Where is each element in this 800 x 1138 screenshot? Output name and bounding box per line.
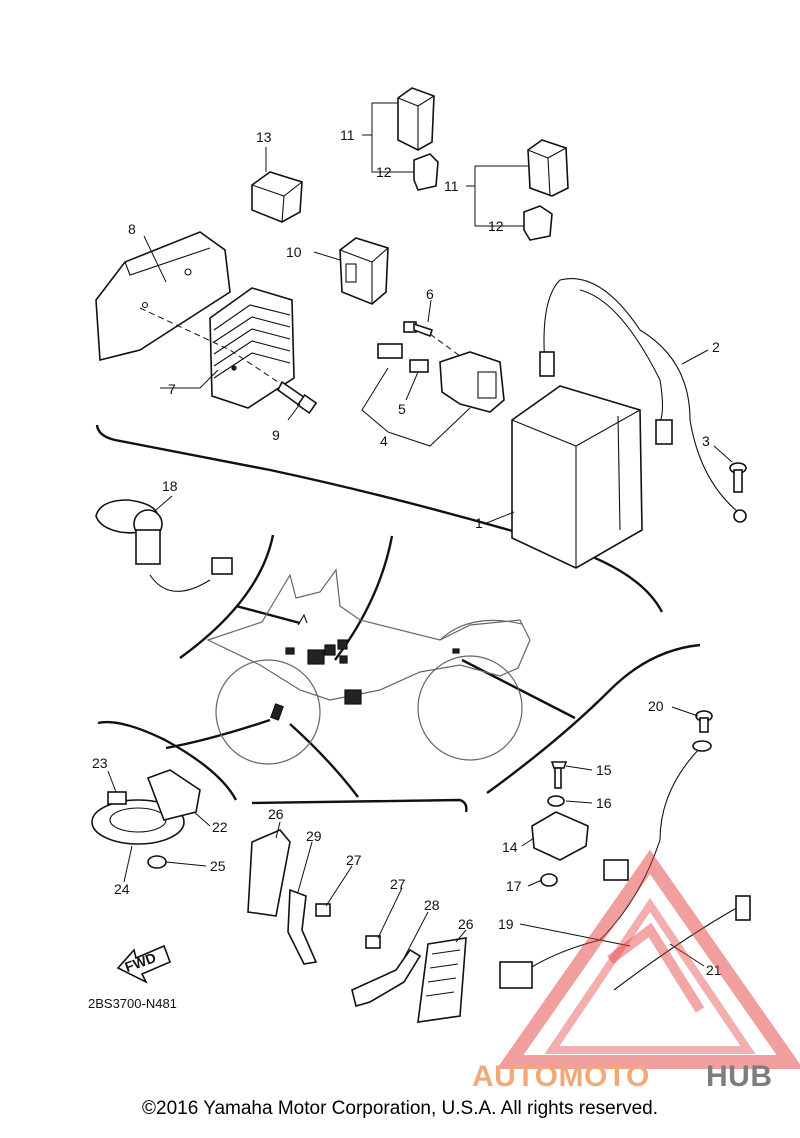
part-18-socket bbox=[95, 499, 233, 592]
part-23-bolt bbox=[107, 791, 127, 805]
label-20: 20 bbox=[648, 698, 664, 714]
logo-text-secondary: HUB bbox=[706, 1060, 773, 1093]
label-24: 24 bbox=[114, 881, 130, 897]
part-1-battery bbox=[511, 385, 643, 569]
part-4-connector bbox=[439, 351, 505, 413]
label-26a: 26 bbox=[268, 806, 284, 822]
part-6-bolt bbox=[403, 321, 434, 338]
part-2-lead bbox=[539, 278, 747, 523]
label-11b: 11 bbox=[444, 178, 459, 194]
label-13: 13 bbox=[256, 129, 272, 145]
label-12b: 12 bbox=[488, 218, 504, 234]
label-9: 9 bbox=[272, 427, 280, 443]
part-25-nut bbox=[147, 855, 167, 869]
fwd-arrow-icon: FWD bbox=[116, 944, 172, 984]
part-19-lead bbox=[499, 740, 712, 989]
label-27a: 27 bbox=[346, 852, 362, 868]
leader-lines bbox=[107, 102, 733, 967]
pointer-line-3 bbox=[165, 718, 271, 750]
part-27-nut-a bbox=[315, 903, 331, 917]
label-6: 6 bbox=[426, 286, 434, 302]
part-labels: 1 2 3 4 5 6 7 8 9 10 11 11 12 12 13 14 1… bbox=[88, 127, 722, 1011]
label-27b: 27 bbox=[390, 876, 406, 892]
section-divider-top bbox=[95, 424, 664, 613]
label-28: 28 bbox=[424, 897, 440, 913]
section-divider-left bbox=[97, 720, 238, 801]
motorcycle-outline bbox=[206, 568, 531, 765]
label-25: 25 bbox=[210, 858, 226, 874]
automotohub-logo: AUTOMOTO HUB bbox=[472, 849, 800, 1093]
part-11-relay-b bbox=[527, 139, 569, 197]
copyright-notice: ©2016 Yamaha Motor Corporation, U.S.A. A… bbox=[142, 1098, 658, 1119]
label-5: 5 bbox=[398, 401, 406, 417]
part-4-cap bbox=[377, 343, 403, 359]
label-4: 4 bbox=[380, 433, 388, 449]
section-divider-bottom-mid bbox=[251, 798, 468, 813]
part-26-reflector-b bbox=[417, 937, 467, 1023]
label-18: 18 bbox=[162, 478, 178, 494]
part-12-socket-b bbox=[523, 205, 553, 241]
label-29: 29 bbox=[306, 828, 322, 844]
part-24-horn bbox=[91, 769, 201, 845]
part-14-sensor bbox=[531, 811, 589, 861]
label-10: 10 bbox=[286, 244, 302, 260]
label-8: 8 bbox=[128, 221, 136, 237]
part-9-bolt bbox=[276, 380, 318, 415]
part-29-bracket bbox=[287, 888, 318, 965]
part-28-bracket bbox=[351, 948, 422, 1007]
part-11-relay-a bbox=[397, 87, 435, 151]
section-divider-right bbox=[486, 643, 701, 794]
label-14: 14 bbox=[502, 839, 518, 855]
label-23: 23 bbox=[92, 755, 108, 771]
label-22: 22 bbox=[212, 819, 228, 835]
label-3: 3 bbox=[702, 433, 710, 449]
section-divider-left-arc bbox=[179, 534, 275, 659]
part-21-lead bbox=[613, 895, 751, 991]
part-26-reflector-a bbox=[247, 829, 291, 917]
label-7: 7 bbox=[168, 381, 176, 397]
label-2: 2 bbox=[712, 339, 720, 355]
part-13-relay bbox=[251, 171, 303, 223]
part-20-bolt bbox=[695, 710, 713, 733]
pointer-line-4 bbox=[289, 723, 359, 798]
part-16-washer bbox=[547, 795, 565, 807]
part-6-dash bbox=[429, 333, 461, 357]
part-17-nut bbox=[540, 873, 558, 887]
part-8-cover bbox=[95, 231, 231, 362]
label-1: 1 bbox=[475, 515, 483, 531]
part-15-screw bbox=[550, 761, 568, 789]
label-17: 17 bbox=[506, 878, 522, 894]
bolt-9-dash bbox=[139, 307, 291, 391]
doc-code: 2BS3700-N481 bbox=[88, 996, 177, 1011]
logo-text-primary: AUTOMOTO bbox=[472, 1060, 650, 1093]
pointer-line-5 bbox=[461, 658, 576, 720]
part-7-regulator bbox=[209, 287, 295, 409]
part-3-bolt bbox=[729, 462, 747, 493]
label-15: 15 bbox=[596, 762, 612, 778]
label-16: 16 bbox=[596, 795, 612, 811]
label-21: 21 bbox=[706, 962, 722, 978]
part-5-clip bbox=[409, 359, 429, 373]
pointer-line-2 bbox=[235, 604, 301, 625]
label-11a: 11 bbox=[340, 127, 355, 143]
label-26b: 26 bbox=[458, 916, 474, 932]
part-27-nut-b bbox=[365, 935, 381, 949]
part-12-socket-a bbox=[413, 153, 439, 191]
part-10-relay bbox=[339, 237, 389, 305]
label-12a: 12 bbox=[376, 164, 392, 180]
label-19: 19 bbox=[498, 916, 514, 932]
